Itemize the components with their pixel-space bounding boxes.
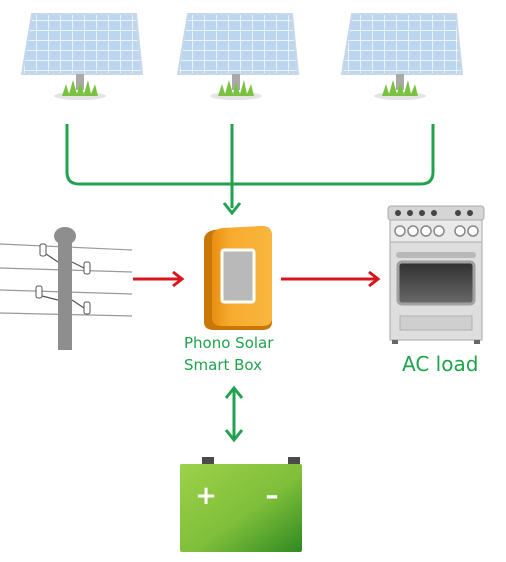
utility-pole-icon xyxy=(0,227,133,350)
panel-connector xyxy=(65,124,435,208)
ac-load-label: AC load xyxy=(402,352,479,376)
arrow-box-battery xyxy=(224,385,244,443)
smart-box-icon xyxy=(204,226,272,330)
solar-panel-icon xyxy=(340,13,464,100)
smart-box-label-line1: Phono Solar xyxy=(184,334,274,352)
arrow-grid-to-box xyxy=(133,270,185,288)
arrow-down-to-box xyxy=(222,202,242,216)
solar-panel-icon xyxy=(176,13,300,100)
battery-plus-sign: + xyxy=(195,481,217,511)
battery-icon: + – xyxy=(180,457,302,552)
solar-panel-icon xyxy=(20,13,144,100)
battery-minus-sign: – xyxy=(266,481,279,511)
arrow-box-to-load xyxy=(281,270,381,288)
smart-box-label-line2: Smart Box xyxy=(184,356,263,374)
stove-icon xyxy=(387,205,485,344)
